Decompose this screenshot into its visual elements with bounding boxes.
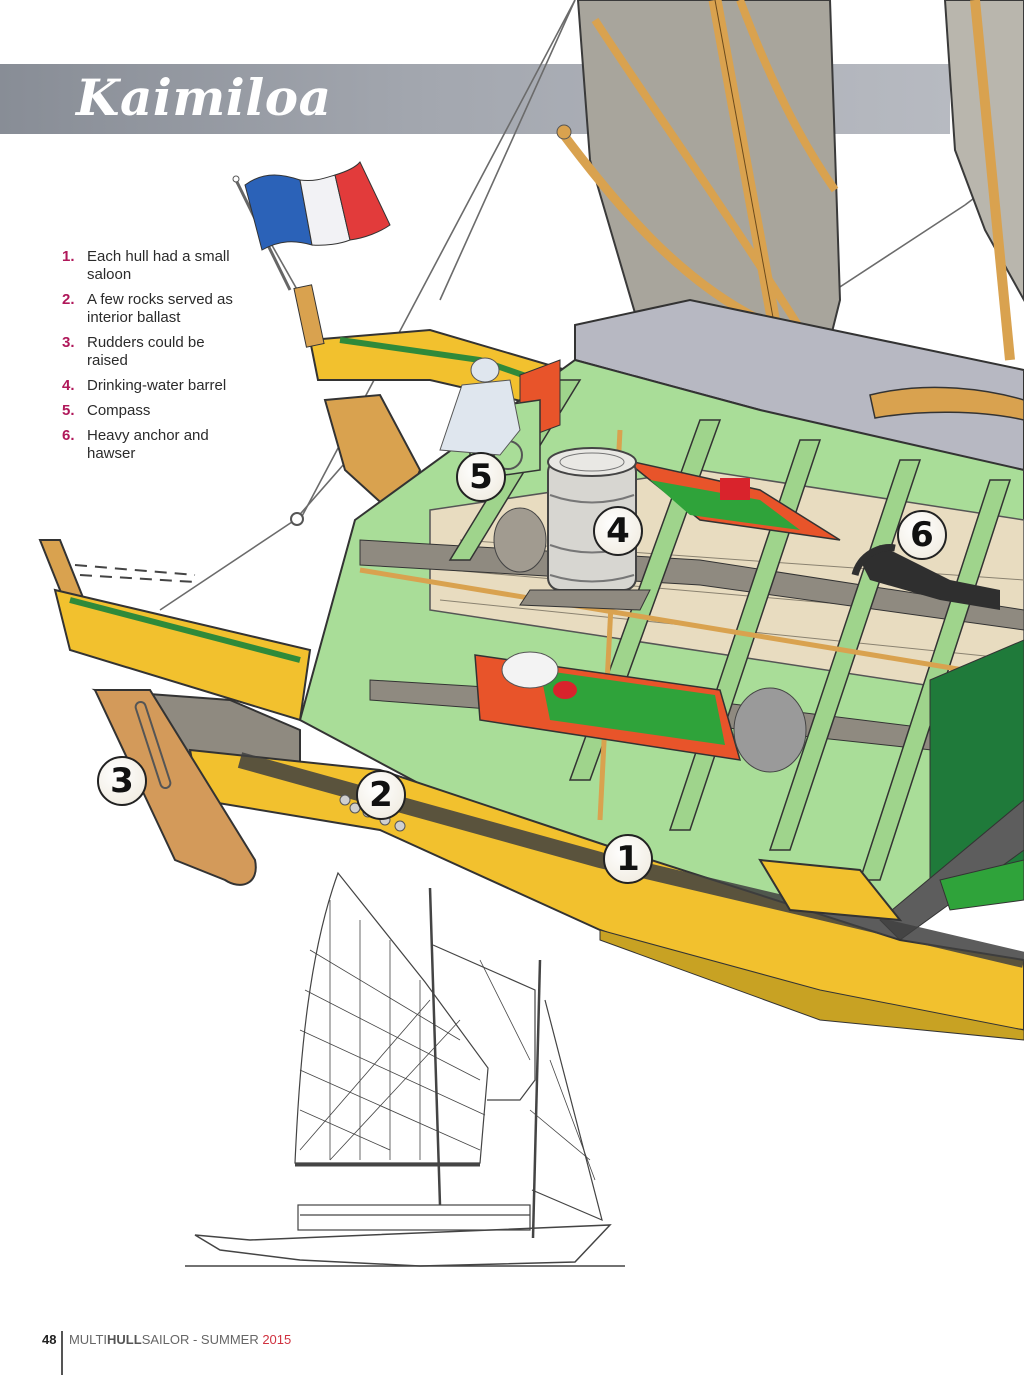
callout-6-anchor: 6 [897, 510, 947, 560]
page-title: Kaimiloa [76, 68, 332, 127]
legend-number: 6. [62, 427, 75, 444]
callout-4-barrel: 4 [593, 506, 643, 556]
legend-number: 5. [62, 402, 75, 419]
issue-season: - SUMMER [189, 1332, 263, 1347]
aft-sail [943, 0, 1024, 361]
callout-2-ballast: 2 [356, 770, 406, 820]
legend-item: 5. Compass [62, 402, 242, 420]
magazine-name: MULTIHULLSAILOR - SUMMER 2015 [69, 1332, 291, 1347]
callout-3-rudder: 3 [97, 756, 147, 806]
legend-number: 2. [62, 291, 75, 308]
legend-text: Each hull had a small saloon [87, 248, 230, 283]
legend-text: Rudders could be raised [87, 334, 205, 369]
legend-text: Heavy anchor and hawser [87, 427, 209, 462]
callout-5-compass: 5 [456, 452, 506, 502]
issue-year: 2015 [262, 1332, 292, 1347]
french-flag-icon [232, 161, 391, 291]
legend-text: Drinking-water barrel [87, 377, 227, 394]
footer-divider [61, 1331, 63, 1375]
magazine-name-part: MULTI [68, 1332, 108, 1347]
sail-plan-drawing [185, 871, 625, 1267]
legend-item: 1. Each hull had a small saloon [62, 248, 242, 284]
water-barrel [519, 447, 651, 611]
callout-1-saloon: 1 [603, 834, 653, 884]
legend-number: 4. [62, 377, 75, 394]
legend-item: 6. Heavy anchor and hawser [62, 427, 242, 463]
legend-number: 1. [62, 248, 75, 265]
dashed-lines [74, 564, 196, 583]
legend-item: 4. Drinking-water barrel [62, 377, 242, 395]
page-footer: 48 MULTIHULLSAILOR - SUMMER 2015 [42, 1331, 291, 1375]
legend-item: 2. A few rocks served as interior ballas… [62, 291, 242, 327]
rudder [93, 689, 257, 886]
magazine-name-part: SAILOR [141, 1332, 190, 1347]
magazine-name-bold: HULL [107, 1332, 142, 1347]
legend-list: 1. Each hull had a small saloon 2. A few… [62, 248, 242, 470]
page-number: 48 [42, 1332, 57, 1347]
legend-number: 3. [62, 334, 75, 351]
legend-item: 3. Rudders could be raised [62, 334, 242, 370]
legend-text: A few rocks served as interior ballast [87, 291, 233, 326]
legend-text: Compass [87, 402, 151, 419]
